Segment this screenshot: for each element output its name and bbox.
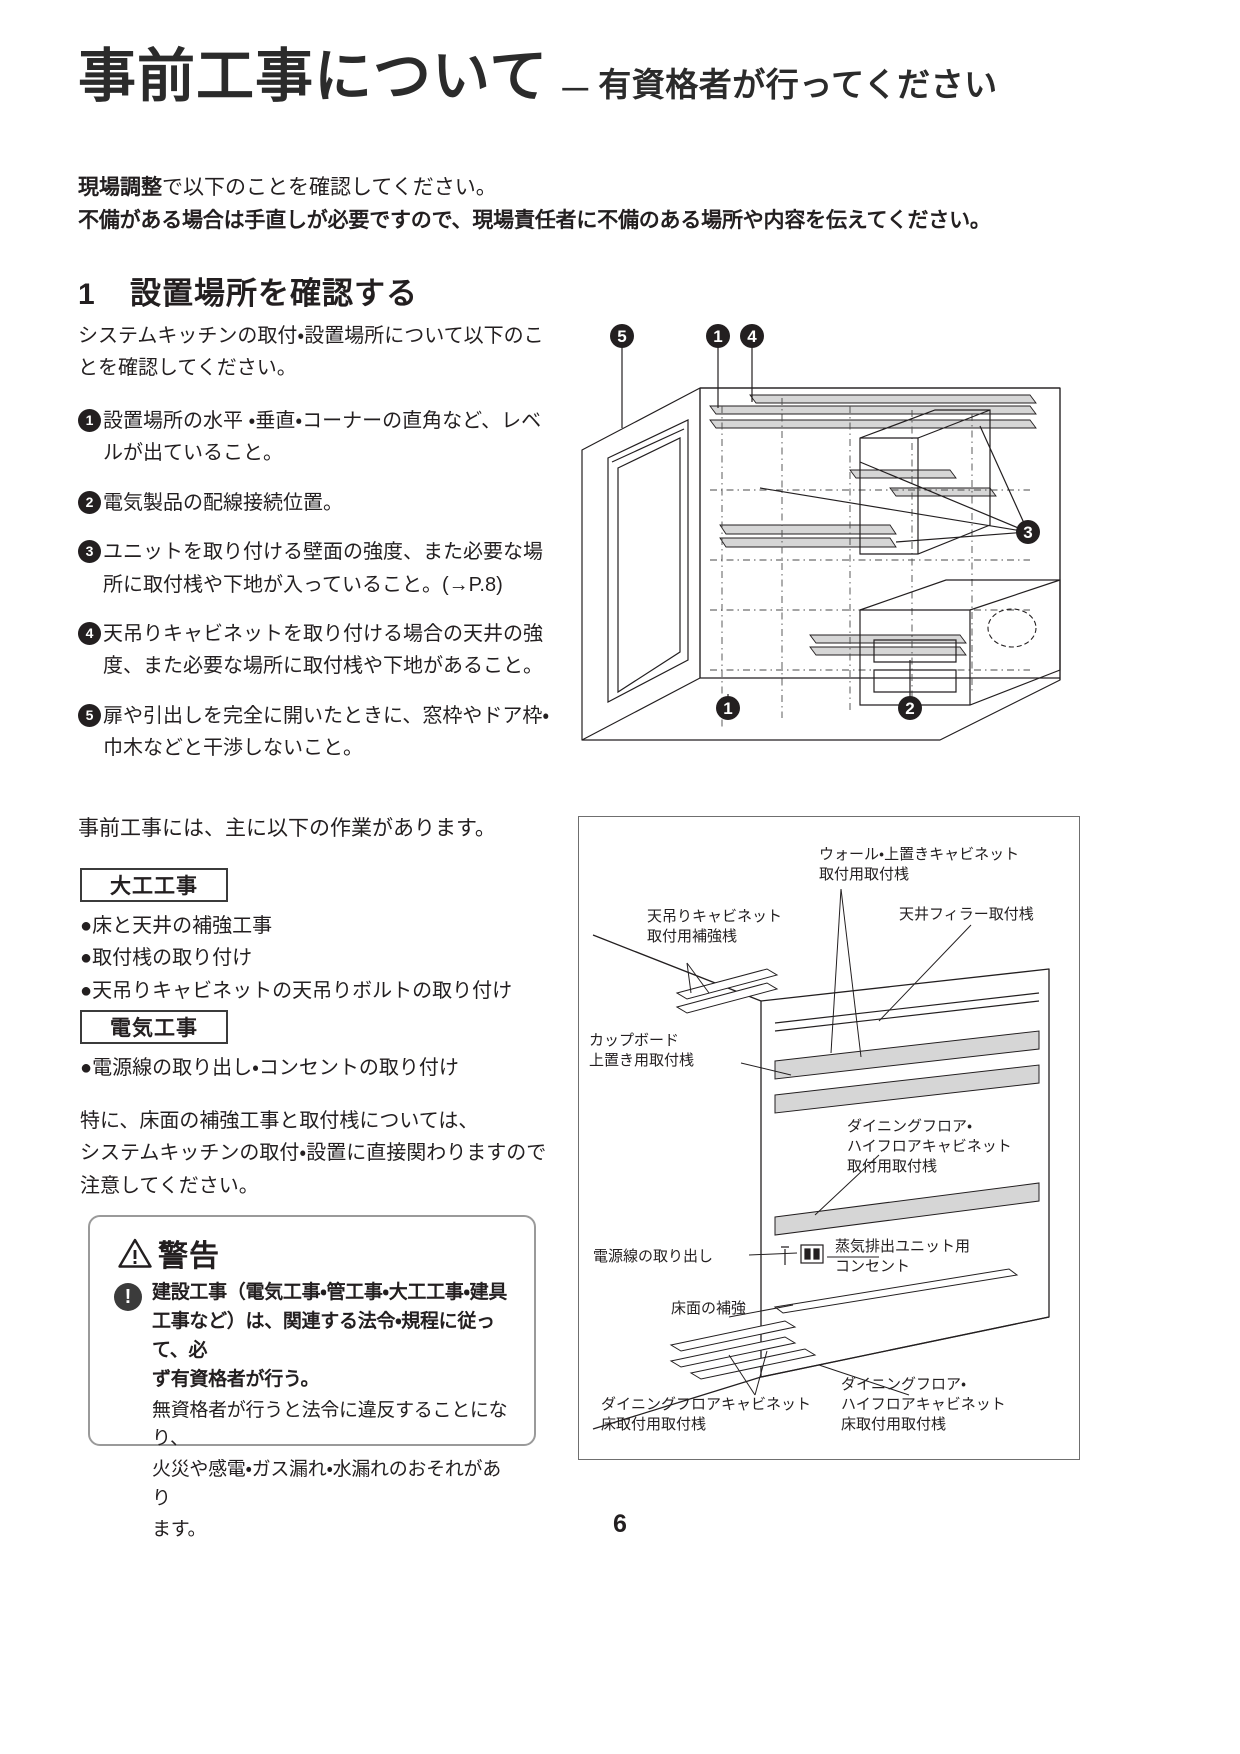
list-text-5: 扉や引出しを完全に開いたときに、窓枠やドア枠・巾木などと干渉しないこと。 (103, 704, 550, 760)
warning-body: ! 建設工事（電気工事・管工事・大工工事・建具 工事など）は、関連する法令・規程… (114, 1279, 534, 1545)
label-dfhf-line3: 床取付用取付桟 (841, 1416, 946, 1433)
label-ceiling-filler: 天井フィラー取付桟 (899, 906, 1034, 923)
warning-strong-line: ず有資格者が行う。 (152, 1368, 320, 1390)
intro-line-1: 現場調整で以下のことを確認してください。 (78, 172, 1088, 205)
list-item: 5 扉や引出しを完全に開いたときに、窓枠やドア枠・巾木などと干渉しないこと。 (78, 700, 556, 765)
works-lead: 事前工事には、主に以下の作業があります。 (78, 817, 496, 840)
bullet-item: ●天吊りキャビネットの天吊りボルトの取り付け (80, 979, 513, 1002)
intro-line-1-rest: で以下のことを確認してください。 (162, 176, 497, 199)
intro-line-2: 不備がある場合は手直しが必要ですので、現場責任者に不備のある場所や内容を伝えてく… (78, 208, 991, 232)
callout-group: 5 1 4 3 1 2 (610, 324, 1040, 720)
warning-header: 警告 (118, 1231, 534, 1275)
list-text-3: ユニットを取り付ける壁面の強度、また必要な場所に取付桟や下地が入っていること。(… (103, 541, 543, 596)
category-electrical: 電気工事 (80, 1010, 228, 1044)
list-item: 1 設置場所の水平 ・垂直・コーナーの直角など、レベルが出ていること。 (78, 405, 556, 470)
category-electrical-label: 電気工事 (110, 1017, 198, 1040)
checklist: 1 設置場所の水平 ・垂直・コーナーの直角など、レベルが出ていること。 2 電気… (78, 405, 556, 782)
label-steam-line1: 蒸気排出ユニット用 (835, 1238, 970, 1255)
svg-text:1: 1 (723, 699, 732, 718)
list-item: 3 ユニットを取り付ける壁面の強度、また必要な場所に取付桟や下地が入っていること… (78, 536, 556, 601)
works-note-line: 注意してください。 (80, 1174, 259, 1197)
bullet-item: ●取付桟の取り付け (80, 947, 253, 970)
bullet-item: ●床と天井の補強工事 (80, 915, 273, 937)
bullet-item: ●電源線の取り出し・コンセントの取り付け (80, 1057, 459, 1079)
room-diagram-svg: 5 1 4 3 1 2 (581, 324, 1061, 741)
label-dfh-line3: 取付用取付桟 (847, 1158, 937, 1175)
wall-detail-diagram: ウォール・上置きキャビネット 取付用取付桟 天井フィラー取付桟 天吊りキャビネッ… (578, 816, 1080, 1460)
label-dfh-line1: ダイニングフロア・ (847, 1118, 972, 1135)
label-power-line: 電源線の取り出し (593, 1248, 713, 1265)
warning-heading: 警告 (158, 1240, 220, 1273)
svg-text:4: 4 (747, 327, 757, 346)
works-note-line: システムキッチンの取付・設置に直接関わりますので (80, 1142, 547, 1165)
warning-box: 警告 ! 建設工事（電気工事・管工事・大工工事・建具 工事など）は、関連する法令… (88, 1215, 536, 1540)
section-heading: 1 設置場所を確認する (78, 268, 418, 313)
list-text-1: 設置場所の水平 ・垂直・コーナーの直角など、レベルが出ていること。 (103, 410, 542, 465)
room-isometric-diagram: 5 1 4 3 1 2 (560, 310, 1100, 770)
section-number: 1 (78, 278, 95, 311)
svg-text:2: 2 (905, 699, 914, 718)
warning-triangle-icon (118, 1238, 152, 1268)
label-steam-line2: コンセント (835, 1258, 910, 1275)
title-subtitle: 有資格者が行ってください (598, 66, 998, 103)
list-marker-4: 4 (78, 621, 101, 645)
works-note-line: 特に、床面の補強工事と取付桟については、 (80, 1110, 479, 1132)
works-note: 特に、床面の補強工事と取付桟については、 システムキッチンの取付・設置に直接関わ… (80, 1105, 546, 1202)
list-marker-2: 2 (78, 490, 101, 514)
label-wall-upper-line1: ウォール・上置きキャビネット (819, 846, 1019, 863)
list-text-2: 電気製品の配線接続位置。 (103, 491, 343, 514)
label-wall-upper-line2: 取付用取付桟 (819, 866, 909, 883)
list-marker-5: 5 (78, 703, 101, 727)
exclamation-icon: ! (114, 1283, 142, 1311)
page-number: 6 (613, 1510, 627, 1538)
category-carpentry: 大工工事 (80, 868, 228, 902)
label-floor-reinforce: 床面の補強 (671, 1300, 746, 1317)
label-df-cab-line2: 床取付用取付桟 (601, 1416, 706, 1433)
label-hanging-cab-line2: 取付用補強桟 (647, 928, 737, 945)
list-marker-3: 3 (78, 540, 101, 564)
label-df-cab-line1: ダイニングフロアキャビネット (601, 1396, 811, 1413)
list-item: 4 天吊りキャビネットを取り付ける場合の天井の強度、また必要な場所に取付桟や下地… (78, 618, 556, 683)
warning-strong-line: 建設工事（電気工事・管工事・大工工事・建具 (152, 1282, 508, 1303)
page-title: 事前工事について — 有資格者が行ってください (78, 48, 1078, 106)
section-lead-text: システムキッチンの取付・設置場所について以下のことを確認してください。 (78, 325, 544, 380)
warning-normal-line: ます。 (152, 1519, 207, 1540)
carpentry-bullets: ●床と天井の補強工事 ●取付桟の取り付け ●天吊りキャビネットの天吊りボルトの取… (80, 910, 512, 1007)
label-dfhf-line2: ハイフロアキャビネット (841, 1396, 1006, 1413)
title-dash: — (562, 72, 589, 102)
svg-text:1: 1 (713, 327, 722, 346)
section-title: 設置場所を確認する (130, 276, 418, 311)
label-cupboard-line2: 上置き用取付桟 (589, 1052, 694, 1069)
warning-strong-line: 工事など）は、関連する法令・規程に従って、必 (152, 1310, 495, 1361)
warning-normal-line: 無資格者が行うと法令に違反することになり、 (152, 1399, 508, 1450)
label-hanging-cab-line1: 天吊りキャビネット (647, 908, 782, 925)
list-text-4: 天吊りキャビネットを取り付ける場合の天井の強度、また必要な場所に取付桟や下地があ… (103, 622, 543, 678)
intro-keyword: 現場調整 (78, 176, 162, 199)
label-cupboard-line1: カップボード (589, 1032, 679, 1049)
list-marker-1: 1 (78, 409, 101, 432)
list-item: 2 電気製品の配線接続位置。 (78, 487, 556, 519)
svg-text:5: 5 (617, 327, 626, 346)
wall-detail-svg: ウォール・上置きキャビネット 取付用取付桟 天井フィラー取付桟 天吊りキャビネッ… (589, 846, 1050, 1433)
label-dfhf-line1: ダイニングフロア・ (841, 1376, 966, 1393)
svg-text:3: 3 (1023, 523, 1032, 542)
title-main: 事前工事について (78, 44, 549, 109)
intro-block: 現場調整で以下のことを確認してください。 不備がある場合は手直しが必要ですので、… (78, 172, 1088, 237)
warning-normal-line: 火災や感電・ガス漏れ・水漏れのおそれがあり (152, 1459, 501, 1510)
warning-text-group: 建設工事（電気工事・管工事・大工工事・建具 工事など）は、関連する法令・規程に従… (152, 1279, 518, 1545)
category-carpentry-label: 大工工事 (110, 875, 198, 898)
electrical-bullets: ●電源線の取り出し・コンセントの取り付け (80, 1052, 459, 1084)
label-dfh-line2: ハイフロアキャビネット (847, 1138, 1012, 1155)
